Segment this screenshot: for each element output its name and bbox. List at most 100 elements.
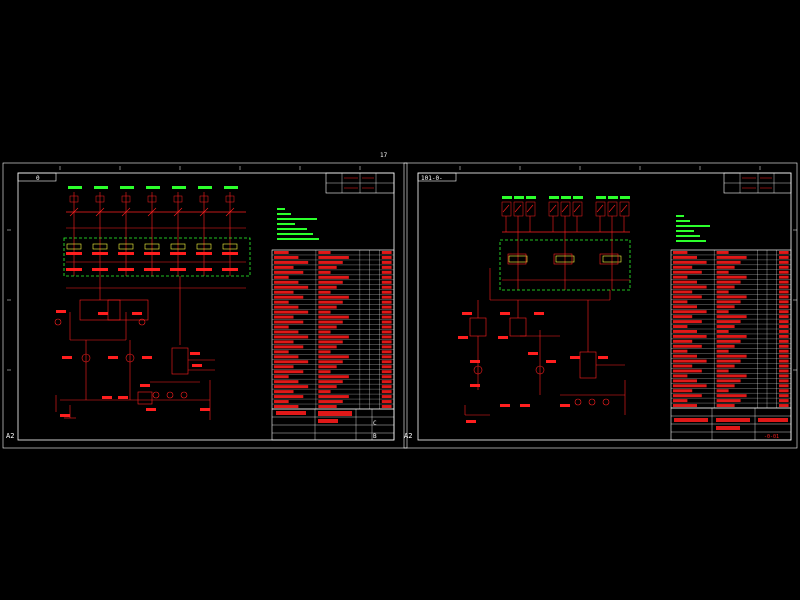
- device-label: [108, 356, 118, 359]
- table-cell-text: [381, 360, 392, 364]
- breaker-symbol: [513, 201, 524, 217]
- table-cell-text: [318, 270, 331, 274]
- table-cell-text: [274, 335, 309, 339]
- switch-blade: [608, 204, 616, 213]
- feeder-label-4: [549, 196, 559, 199]
- table-cell-text: [716, 359, 741, 363]
- table-cell-text: [716, 339, 741, 343]
- table-cell-text: [381, 355, 392, 359]
- sheet-right: 101-0- A2: [403, 162, 798, 449]
- table-cell-text: [318, 370, 331, 374]
- table-cell-text: [318, 260, 343, 264]
- table-cell-text: [274, 345, 304, 349]
- table-cell-text: [274, 320, 304, 324]
- breaker-symbol: [560, 201, 571, 217]
- table-cell-text: [673, 310, 707, 314]
- device-label: [144, 268, 160, 271]
- table-cell-text: [274, 350, 289, 354]
- breaker-symbol: [69, 195, 79, 203]
- sheet-left-main-circuit: [54, 276, 215, 420]
- table-cell-text: [274, 280, 299, 284]
- table-cell-text: [673, 315, 693, 319]
- table-cell-text: [274, 255, 299, 259]
- table-cell-text: [716, 344, 735, 348]
- table-cell-text: [318, 290, 331, 294]
- table-cell-text: [716, 384, 735, 388]
- sheet-right-device-table: [670, 249, 792, 409]
- breaker-symbol: [607, 201, 618, 217]
- table-cell-text: [274, 360, 309, 364]
- feeder-label-6: [198, 186, 212, 189]
- table-cell-text: [381, 270, 392, 274]
- table-cell-text: [673, 334, 707, 338]
- table-cell-text: [274, 325, 289, 329]
- table-cell-text: [779, 374, 789, 378]
- feeder-label-3: [120, 186, 134, 189]
- sheet-left-size-code: A2: [6, 432, 14, 440]
- device-label: [222, 268, 238, 271]
- table-cell-text: [779, 285, 789, 289]
- table-cell-text: [274, 375, 289, 379]
- table-cell-text: [318, 335, 349, 339]
- device-label: [570, 356, 580, 359]
- table-cell-text: [274, 405, 299, 408]
- table-cell-text: [274, 395, 304, 399]
- sheet-right-device-labels: [458, 312, 608, 423]
- table-cell-text: [274, 380, 299, 384]
- table-cell-text: [716, 404, 735, 407]
- device-label: [140, 384, 150, 387]
- sheet-left-device-labels: [56, 310, 210, 417]
- feeder-label-4: [146, 186, 160, 189]
- table-cell-text: [716, 305, 735, 309]
- device-label: [92, 268, 108, 271]
- table-cell-text: [673, 300, 688, 304]
- feeder-label-3: [526, 196, 536, 199]
- table-cell-text: [274, 315, 294, 319]
- table-cell-text: [779, 300, 789, 304]
- table-cell-text: [779, 295, 789, 299]
- sheet-right-tag-box: [417, 172, 457, 182]
- table-cell-text: [716, 270, 729, 274]
- table-cell-text: [318, 310, 331, 314]
- sheet-left-dashed-enclosure: [63, 237, 251, 277]
- device-label: [470, 360, 480, 363]
- table-cell-text: [318, 320, 343, 324]
- table-cell-text: [318, 400, 343, 404]
- breaker-symbol: [95, 195, 105, 203]
- device-label: [62, 356, 72, 359]
- switch-blade: [620, 204, 628, 213]
- table-cell-text: [673, 364, 693, 368]
- table-cell-text: [716, 295, 747, 299]
- device-label: [98, 312, 108, 315]
- table-cell-text: [716, 379, 741, 383]
- table-cell-text: [274, 265, 294, 269]
- table-cell-text: [318, 255, 349, 259]
- table-cell-text: [716, 260, 741, 264]
- feeder-label-5: [561, 196, 571, 199]
- ct-symbol: [144, 243, 160, 250]
- table-cell-text: [381, 345, 392, 349]
- table-cell-text: [318, 380, 343, 384]
- sheet-left-title-rev-b: B: [373, 433, 377, 440]
- table-cell-text: [673, 285, 707, 289]
- switch-blade: [596, 204, 604, 213]
- breaker-symbol: [525, 201, 536, 217]
- switch-blade: [573, 204, 581, 213]
- device-label: [92, 252, 108, 255]
- ct-symbol: [66, 243, 82, 250]
- table-cell-text: [779, 305, 789, 309]
- breaker-symbol: [572, 201, 583, 217]
- table-cell-text: [381, 251, 392, 254]
- table-cell-text: [381, 320, 392, 324]
- sheet-left-feeder-labels: [68, 186, 238, 189]
- sheet-right-title-block: -0-01: [670, 407, 792, 441]
- table-cell-text: [716, 251, 729, 254]
- switch-blade: [514, 204, 522, 213]
- table-cell-text: [779, 270, 789, 274]
- device-label: [142, 356, 152, 359]
- table-cell-text: [779, 334, 789, 338]
- table-cell-text: [381, 315, 392, 319]
- device-label: [598, 356, 608, 359]
- table-cell-text: [274, 251, 289, 254]
- table-cell-text: [779, 251, 789, 254]
